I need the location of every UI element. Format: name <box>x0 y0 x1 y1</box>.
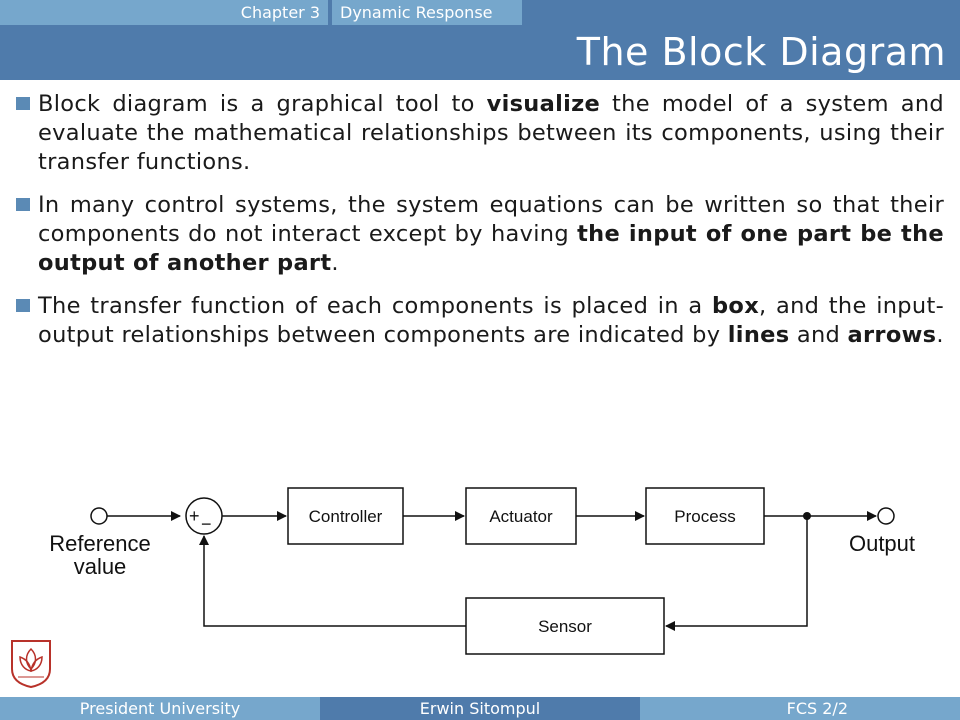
footer-bar: President University Erwin Sitompul FCS … <box>0 697 960 720</box>
output-terminal <box>877 507 895 525</box>
bullet-square-icon <box>16 97 30 110</box>
process-block <box>645 487 765 545</box>
sum-minus-sign: − <box>201 514 212 534</box>
chapter-tab: Chapter 3 <box>0 0 328 25</box>
sum-plus-sign: + <box>189 506 200 526</box>
sensor-label: Sensor <box>538 617 592 636</box>
bullet-square-icon <box>16 198 30 211</box>
university-logo-icon <box>11 640 51 689</box>
bullet-text: Block diagram is a graphical tool to vis… <box>38 90 944 177</box>
bold-run: visualize <box>486 91 601 117</box>
text-run: the model of a system and evaluate the m… <box>38 91 944 175</box>
chapter-title-tab: Dynamic Response <box>332 0 522 25</box>
feedback-line-right <box>665 516 808 631</box>
slide-title: The Block Diagram <box>576 30 946 74</box>
text-run: . <box>331 250 339 276</box>
footer-page-number: FCS 2/2 <box>786 699 848 718</box>
actuator-block <box>465 487 577 545</box>
chapter-label: Chapter 3 <box>240 3 320 22</box>
bullet-item-1: Block diagram is a graphical tool to vis… <box>16 90 944 177</box>
text-run: . <box>936 322 944 348</box>
bold-run: box <box>712 293 760 319</box>
bullet-text: In many control systems, the system equa… <box>38 191 944 278</box>
bullet-item-3: The transfer function of each components… <box>16 292 944 350</box>
footer-university: President University <box>79 699 241 718</box>
sensor-block <box>465 597 665 655</box>
reference-label-line2: value <box>74 554 127 579</box>
footer-center-block <box>320 697 640 720</box>
actuator-label: Actuator <box>489 507 553 526</box>
block-diagram: + − Controller Actuator Process Sensor R… <box>49 487 915 655</box>
output-label: Output <box>849 531 915 556</box>
footer-author: Erwin Sitompul <box>419 699 541 718</box>
reference-label-line1: Reference <box>49 531 151 556</box>
reference-terminal <box>90 507 108 525</box>
bullet-square-icon <box>16 299 30 312</box>
bold-run: lines <box>727 322 790 348</box>
bold-run: arrows <box>847 322 937 348</box>
controller-block <box>287 487 404 545</box>
process-label: Process <box>674 507 735 526</box>
text-run: The transfer function of each components… <box>38 293 713 319</box>
bold-run: the input of one part be the output of a… <box>38 221 944 276</box>
text-run: and <box>789 322 848 348</box>
controller-label: Controller <box>309 507 383 526</box>
text-run: , and the input-output relationships bet… <box>38 293 944 348</box>
title-bar: The Block Diagram <box>0 25 960 80</box>
bullet-list: Block diagram is a graphical tool to vis… <box>16 90 944 364</box>
text-run: In many control systems, the system equa… <box>38 192 944 247</box>
feedback-line-left <box>199 535 466 627</box>
chapter-title: Dynamic Response <box>340 3 493 22</box>
bullet-item-2: In many control systems, the system equa… <box>16 191 944 278</box>
bullet-text: The transfer function of each components… <box>38 292 944 350</box>
text-run: Block diagram is a graphical tool to <box>38 91 487 117</box>
